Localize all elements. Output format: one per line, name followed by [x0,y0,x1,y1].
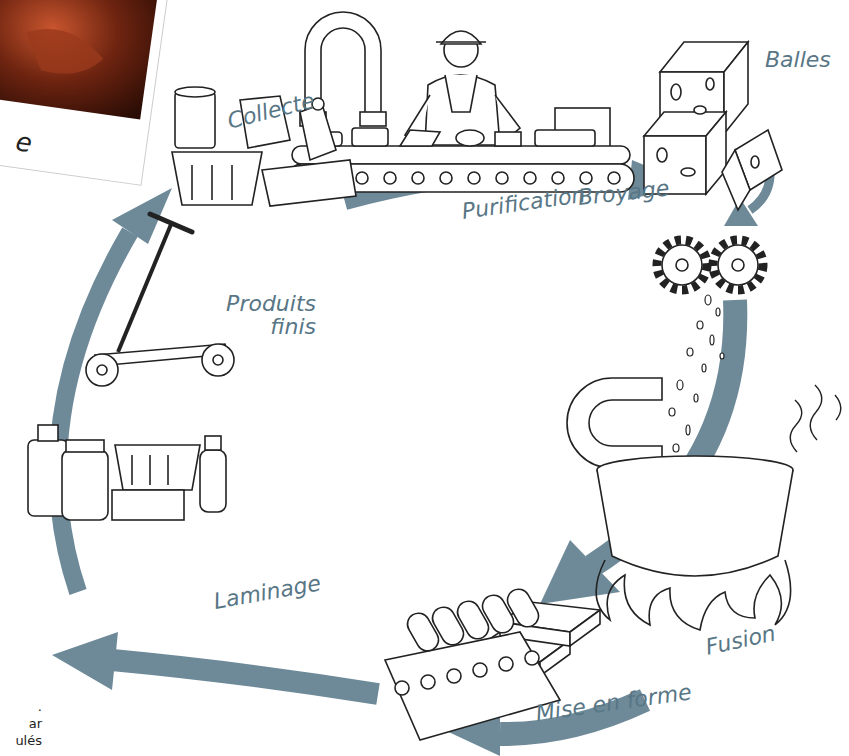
text-fragment: ar [2,717,42,731]
stage-label: Produits finis [212,292,316,338]
steam [790,385,841,452]
text-fragment: ulés [2,734,42,748]
grinder-gears [657,240,763,290]
text-fragment: . [2,700,42,714]
shredded-particles [669,295,724,452]
finished-products [28,214,234,520]
sorting-magnet [567,378,662,468]
stage-label: Balles [765,48,845,71]
rolling-mill [385,585,560,740]
worker [405,31,610,148]
stage-label: Fusion [704,615,807,658]
polaroid-photo [0,0,170,185]
melting-pot [596,456,793,630]
stage-label: Collecte [225,79,357,133]
photo-caption: e [14,128,57,161]
stage-label: Laminage [212,568,344,613]
